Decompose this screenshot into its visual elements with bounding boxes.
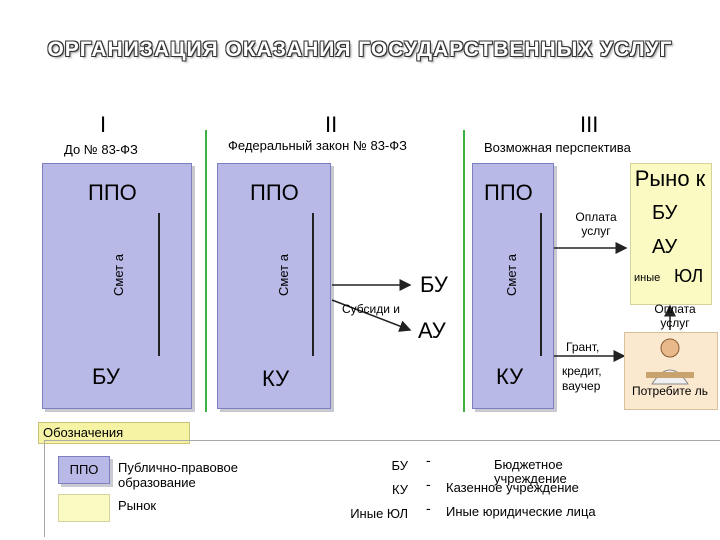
- separator-line-2: [463, 130, 465, 412]
- legend-dash-bu: -: [426, 452, 431, 468]
- consumer-label: Потребите ль: [632, 384, 708, 398]
- arrow-to-au: [331, 299, 412, 332]
- panel-3-line: [540, 213, 542, 356]
- subsidy-arrows: [331, 279, 412, 332]
- legend-desc-ku: Казенное учреждение: [446, 480, 579, 495]
- column-2-roman: II: [325, 112, 338, 137]
- legend-ppo-desc: Публично-правовое образование: [118, 460, 238, 490]
- legend-dash-others: -: [426, 500, 431, 516]
- legend-abbr-others: Иные ЮЛ: [350, 506, 408, 521]
- panel-3-ppo-label: ППО: [484, 180, 533, 205]
- separator-line-1: [205, 130, 207, 412]
- market-others-big: ЮЛ: [674, 266, 704, 286]
- page-title: ОРГАНИЗАЦИЯ ОКАЗАНИЯ ГОСУДАРСТВЕННЫХ УСЛ…: [47, 38, 673, 61]
- payment-arrow: [554, 242, 628, 254]
- legend-header: Обозначения: [38, 422, 190, 444]
- column-3-roman: III: [580, 112, 599, 137]
- panel-1-ppo-label: ППО: [88, 180, 137, 205]
- panel-1-bottom-label: БУ: [92, 364, 120, 389]
- payment-label: Оплата услуг: [575, 210, 617, 238]
- market-bu-label: БУ: [652, 202, 678, 224]
- panel-2-smeta-label: Смет а: [276, 254, 291, 296]
- consumer-arrows: [554, 304, 676, 362]
- column-3-label: Возможная перспектива: [484, 140, 631, 155]
- consumer-payment-label: Оплата услуг: [654, 302, 696, 330]
- legend-frame: [44, 440, 720, 537]
- panel-2-ppo-label: ППО: [250, 180, 299, 205]
- legend-dash-ku: -: [426, 476, 431, 492]
- middle-au-label: АУ: [418, 318, 446, 343]
- panel-2-bottom-label: КУ: [262, 366, 290, 391]
- legend-market-desc: Рынок: [118, 498, 157, 513]
- middle-bu-label: БУ: [420, 272, 448, 297]
- market-others-small: иные: [634, 272, 661, 284]
- legend-desc-bu: Бюджетное учреждение: [494, 457, 567, 486]
- column-1-roman: I: [100, 112, 107, 137]
- market-box: [630, 163, 712, 305]
- panel-1-smeta-label: Смет а: [111, 254, 126, 296]
- legend-ppo-box: ППО: [58, 456, 110, 484]
- panel-3-smeta-label: Смет а: [504, 254, 519, 296]
- legend-abbr-ku: КУ: [392, 482, 408, 497]
- grant-label: Грант,: [566, 340, 600, 354]
- column-2-label: Федеральный закон № 83-ФЗ: [228, 138, 407, 153]
- legend-market-box: [58, 494, 110, 522]
- market-title: Рыно к: [634, 166, 706, 191]
- subsidy-label: Субсиди и: [342, 302, 400, 316]
- consumer-person-icon: [646, 338, 694, 385]
- panel-ppo-1: [42, 163, 192, 409]
- column-1-label: До № 83-ФЗ: [64, 142, 138, 157]
- panel-3-bottom-label: КУ: [496, 364, 524, 389]
- panel-1-line: [158, 213, 160, 356]
- market-au-label: АУ: [652, 236, 678, 258]
- legend-abbr-bu: БУ: [391, 458, 409, 473]
- legend-desc-others: Иные юридические лица: [446, 504, 596, 519]
- credit-label: кредит, ваучер: [562, 364, 602, 393]
- panel-2-line: [312, 213, 314, 356]
